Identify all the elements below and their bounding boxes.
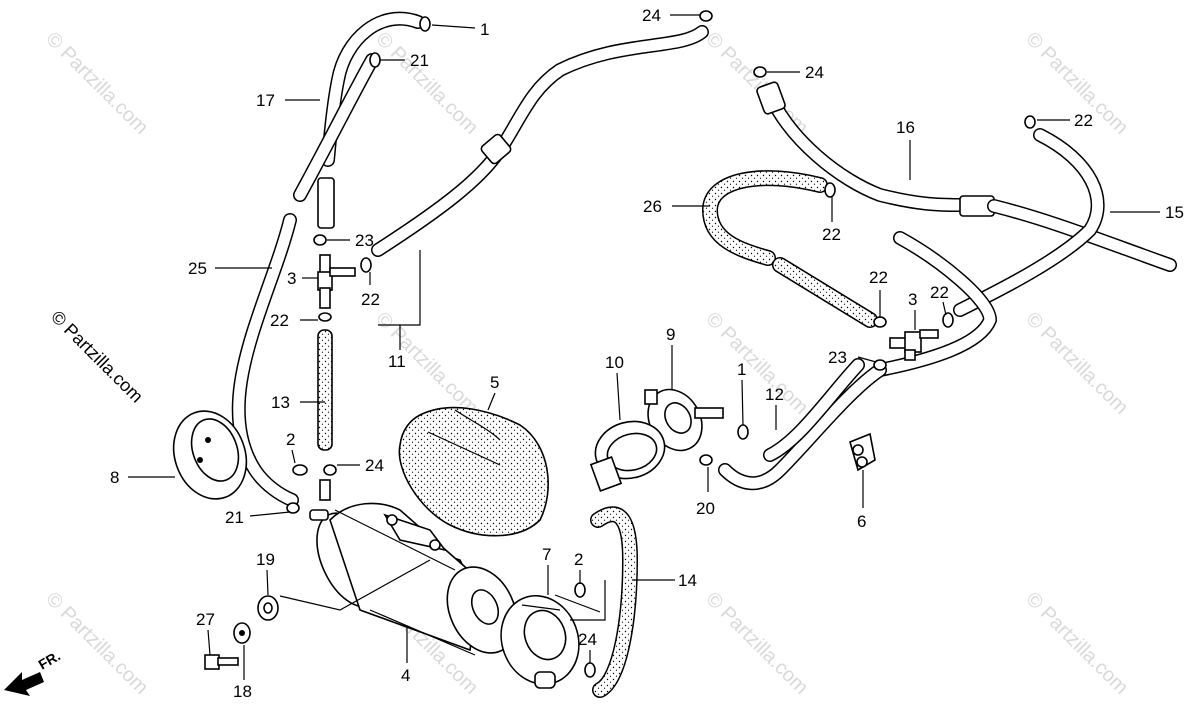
t-joint-right <box>889 329 939 361</box>
callout-23: 23 <box>355 231 374 250</box>
callout-9: 9 <box>666 325 675 344</box>
callout-24: 24 <box>642 6 661 25</box>
watermark: © Partzilla.com <box>701 28 812 139</box>
callout-labels: 1 21 17 24 24 16 22 15 26 22 23 25 3 22 … <box>110 6 1184 701</box>
watermark: © Partzilla.com <box>701 588 812 699</box>
watermark: © Partzilla.com <box>1021 588 1132 699</box>
front-direction-arrow: FR. <box>4 647 63 696</box>
watermark: © Partzilla.com <box>371 28 482 139</box>
callout-2: 2 <box>574 550 583 569</box>
callout-21: 21 <box>410 51 429 70</box>
fastener-parts <box>204 595 279 670</box>
callout-1: 1 <box>480 20 489 39</box>
callout-12: 12 <box>765 385 784 404</box>
callout-24: 24 <box>365 456 384 475</box>
callout-3: 3 <box>287 269 296 288</box>
callout-15: 15 <box>1165 203 1184 222</box>
callout-19: 19 <box>256 550 275 569</box>
callout-24: 24 <box>805 63 824 82</box>
callout-14: 14 <box>678 571 697 590</box>
callout-5: 5 <box>490 373 499 392</box>
callout-22: 22 <box>869 268 888 287</box>
callout-22: 22 <box>361 290 380 309</box>
front-label: FR. <box>36 647 64 672</box>
watermark: © Partzilla.com <box>41 28 152 139</box>
t-joint-left <box>317 254 356 309</box>
watermark-side: © Partzilla.com <box>47 307 147 407</box>
callout-2: 2 <box>286 430 295 449</box>
valve-part-9 <box>644 388 724 452</box>
callout-10: 10 <box>605 353 624 372</box>
watermark: © Partzilla.com <box>41 588 152 699</box>
callout-17: 17 <box>256 91 275 110</box>
watermark: © Partzilla.com <box>701 308 812 419</box>
callout-22: 22 <box>270 311 289 330</box>
callout-20: 20 <box>696 499 715 518</box>
callout-22: 22 <box>930 283 949 302</box>
callout-11: 11 <box>388 352 406 371</box>
callout-7: 7 <box>542 545 551 564</box>
callout-22: 22 <box>822 225 841 244</box>
hoses <box>231 11 1177 698</box>
callout-1: 1 <box>737 360 746 379</box>
callout-18: 18 <box>233 682 252 701</box>
callout-4: 4 <box>401 666 410 685</box>
callout-16: 16 <box>896 118 915 137</box>
callout-21: 21 <box>225 508 244 527</box>
callout-13: 13 <box>271 393 290 412</box>
cap-part-7 <box>500 594 580 689</box>
callout-8: 8 <box>110 468 119 487</box>
leader-lines <box>128 14 1160 680</box>
watermark-layer: © Partzilla.com © Partzilla.com © Partzi… <box>41 28 1132 699</box>
callout-3: 3 <box>908 290 917 309</box>
callout-24: 24 <box>578 630 597 649</box>
callout-25: 25 <box>188 259 207 278</box>
ring-part-10 <box>589 420 666 492</box>
clip-part-6 <box>849 432 876 472</box>
callout-23: 23 <box>828 348 847 367</box>
callout-22: 22 <box>1074 111 1093 130</box>
callout-6: 6 <box>857 512 866 531</box>
callout-27: 27 <box>196 610 215 629</box>
callout-26: 26 <box>643 197 662 216</box>
watermark: © Partzilla.com <box>1021 308 1132 419</box>
bowl-part-8 <box>172 410 248 500</box>
canister-part-4 <box>309 479 518 656</box>
filter-part-5 <box>398 406 549 537</box>
